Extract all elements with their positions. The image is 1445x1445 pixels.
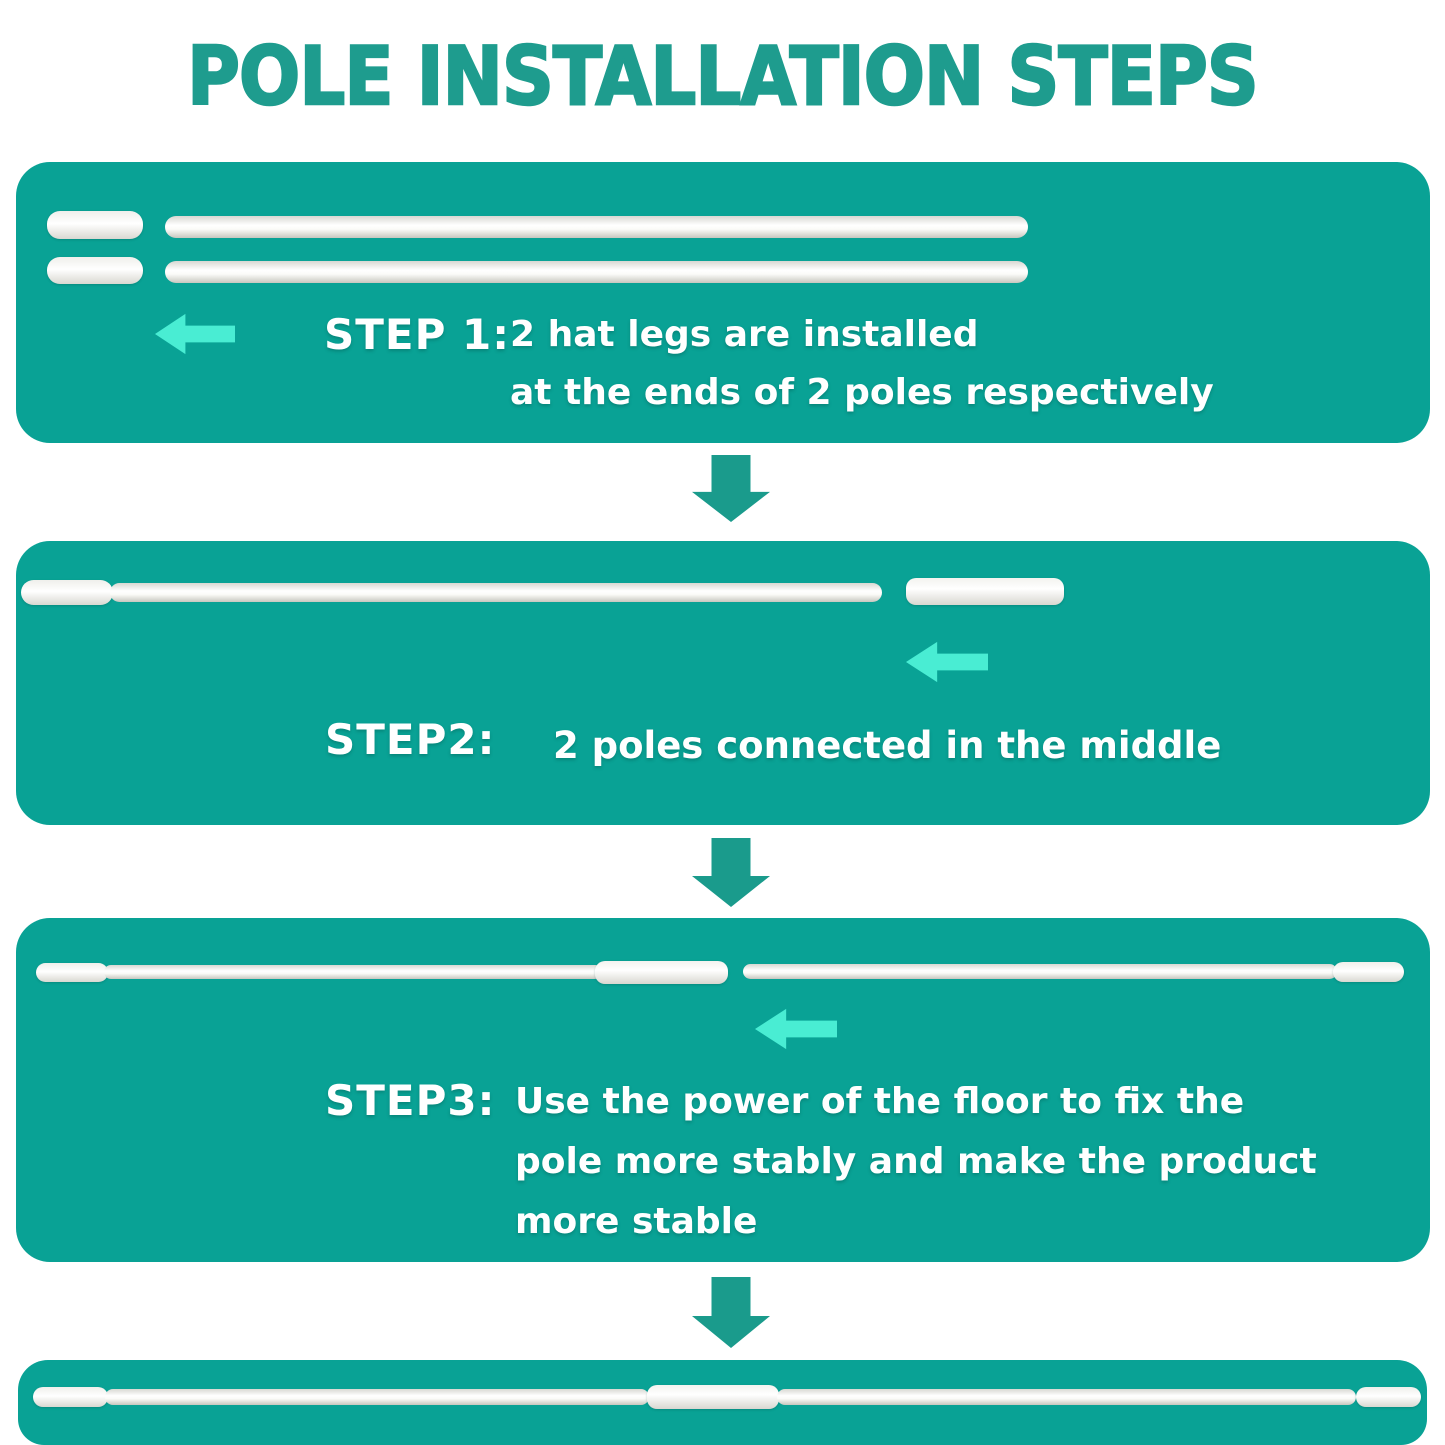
down-arrow-icon bbox=[692, 1277, 770, 1348]
left-arrow-icon bbox=[755, 1008, 837, 1050]
step3-line3: more stable bbox=[515, 1201, 758, 1242]
pole bbox=[777, 1389, 1356, 1405]
step3-label: STEP3: bbox=[325, 1076, 496, 1125]
pole-connector bbox=[595, 961, 728, 984]
hat-leg bbox=[33, 1387, 108, 1407]
pole bbox=[104, 965, 602, 979]
step1-line1: 2 hat legs are installed bbox=[510, 314, 979, 355]
hat-leg bbox=[47, 211, 143, 239]
step3-line2: pole more stably and make the product bbox=[515, 1141, 1317, 1182]
hat-leg bbox=[21, 580, 113, 605]
assembled-pole-panel bbox=[18, 1360, 1427, 1445]
left-arrow-icon bbox=[155, 313, 235, 355]
down-arrow-icon bbox=[692, 455, 770, 522]
hat-leg bbox=[1333, 962, 1404, 982]
step1-label: STEP 1: bbox=[324, 310, 511, 359]
step3-panel: STEP3: Use the power of the floor to fix… bbox=[16, 918, 1430, 1262]
step2-label: STEP2: bbox=[325, 715, 496, 764]
step3-line1: Use the power of the floor to fix the bbox=[515, 1081, 1245, 1122]
pole-connector bbox=[647, 1385, 779, 1409]
pole bbox=[105, 1389, 649, 1405]
step2-description: 2 poles connected in the middle bbox=[553, 717, 1221, 775]
pole bbox=[110, 583, 882, 602]
step2-line1: 2 poles connected in the middle bbox=[553, 724, 1222, 767]
pole-connector bbox=[906, 578, 1064, 605]
step1-description: 2 hat legs are installed at the ends of … bbox=[510, 306, 1214, 422]
down-arrow-icon bbox=[692, 838, 770, 907]
left-arrow-icon bbox=[906, 641, 988, 683]
step3-description: Use the power of the floor to fix the po… bbox=[515, 1072, 1317, 1252]
pole bbox=[743, 964, 1337, 979]
hat-leg bbox=[1356, 1387, 1421, 1407]
hat-leg bbox=[36, 963, 108, 982]
pole bbox=[165, 261, 1028, 283]
step2-panel: STEP2: 2 poles connected in the middle bbox=[16, 541, 1430, 825]
page-title: POLE INSTALLATION STEPS bbox=[186, 29, 1260, 125]
hat-leg bbox=[47, 257, 143, 284]
pole bbox=[165, 216, 1028, 238]
step1-panel: STEP 1: 2 hat legs are installed at the … bbox=[16, 162, 1430, 443]
step1-line2: at the ends of 2 poles respectively bbox=[510, 372, 1214, 413]
